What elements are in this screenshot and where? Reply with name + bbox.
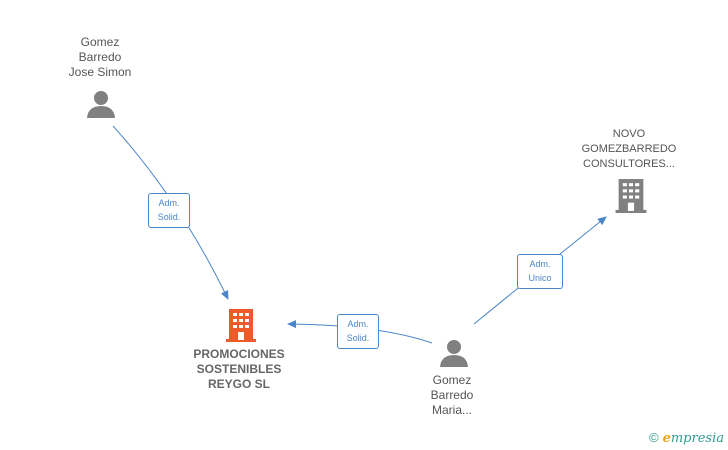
node-label-promociones[interactable]: PROMOCIONES SOSTENIBLES REYGO SL	[193, 347, 285, 391]
person-icon[interactable]	[86, 89, 116, 119]
person-icon[interactable]	[439, 338, 469, 368]
copyright-symbol: ©	[648, 430, 659, 445]
empresia-logo: ©empresia	[649, 430, 724, 446]
node-label-novo[interactable]: NOVO GOMEZBARREDO CONSULTORES...	[581, 128, 677, 170]
brand-name: mpresia	[670, 431, 724, 446]
building-icon[interactable]	[615, 178, 647, 213]
edge-label-maria-promociones: Adm. Solid.	[337, 314, 379, 349]
building-icon[interactable]	[226, 308, 256, 342]
node-label-gomez-maria[interactable]: Gomez Barredo Maria...	[430, 373, 474, 417]
node-label-gomez-jose[interactable]: Gomez Barredo Jose Simon	[68, 35, 132, 79]
brand-initial: e	[662, 431, 671, 446]
edge-label-jose-promociones: Adm. Solid.	[148, 193, 190, 228]
edge-label-maria-novo: Adm. Unico	[517, 254, 563, 289]
